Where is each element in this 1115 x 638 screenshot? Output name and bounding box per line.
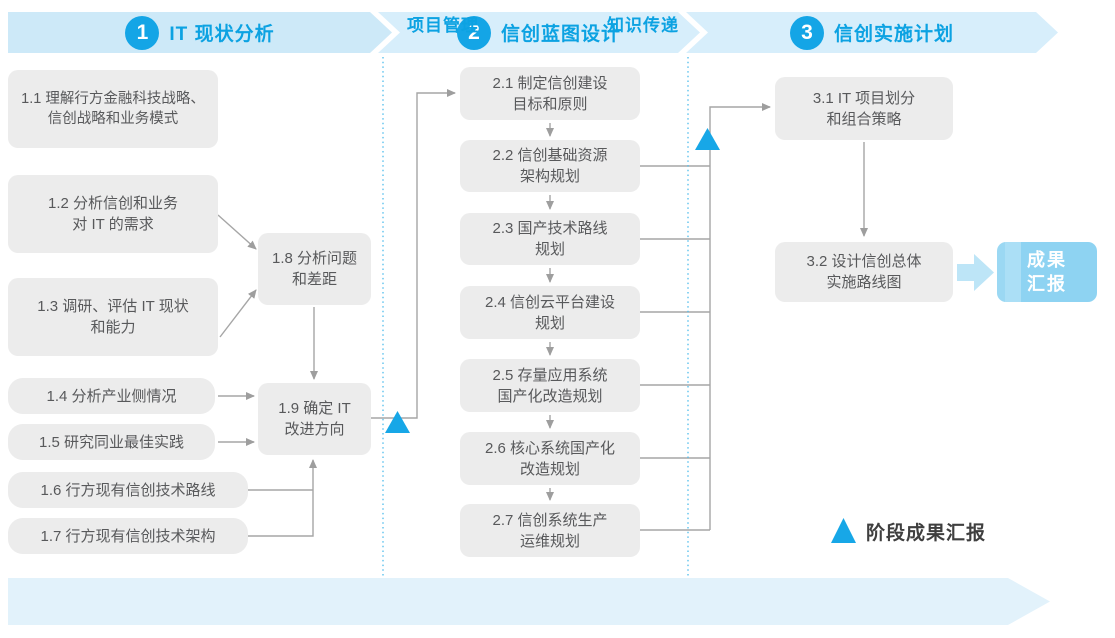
connector-1-7-to-1-9 (248, 459, 317, 537)
phase-title-1: IT 现状分析 (169, 24, 275, 45)
step-box-1-1: 1.1 理解行方金融科技战略、 信创战略和业务模式 (8, 70, 218, 148)
phase-number-badge-2: 2 (457, 16, 491, 50)
milestone-triangle-icon-legend (831, 518, 856, 543)
step-box-1-4: 1.4 分析产业侧情况 (8, 378, 215, 414)
connector-1-3-to-1-8 (219, 289, 257, 338)
phase-title-3: 信创实施计划 (833, 24, 954, 45)
step-box-2-5: 2.5 存量应用系统 国产化改造规划 (460, 359, 640, 412)
phase-number-badge-3: 3 (790, 16, 824, 50)
phase-number-badge-1: 1 (125, 16, 159, 50)
connector-1-2-to-1-8 (217, 214, 257, 250)
step-box-2-2: 2.2 信创基础资源 架构规划 (460, 140, 640, 192)
result-box: 成果 汇报 (997, 242, 1097, 302)
step-box-1-9: 1.9 确定 IT 改进方向 (258, 383, 371, 455)
legend-label: 阶段成果汇报 (866, 523, 987, 544)
step-box-2-3: 2.3 国产技术路线 规划 (460, 213, 640, 265)
step-box-1-5: 1.5 研究同业最佳实践 (8, 424, 215, 460)
step-box-1-7: 1.7 行方现有信创技术架构 (8, 518, 248, 554)
step-box-3-1: 3.1 IT 项目划分 和组合策略 (775, 77, 953, 140)
phase-banner-2: 2 信创蓝图设计 (378, 12, 700, 53)
result-arrow-icon (957, 254, 994, 291)
step-box-2-4: 2.4 信创云平台建设 规划 (460, 286, 640, 339)
step-box-2-1: 2.1 制定信创建设 目标和原则 (460, 67, 640, 120)
step-box-1-6: 1.6 行方现有信创技术路线 (8, 472, 248, 508)
step-box-2-7: 2.7 信创系统生产 运维规划 (460, 504, 640, 557)
milestone-triangle-icon-phase2 (695, 128, 720, 150)
footer-label-project-management: 项目管理 (407, 16, 479, 35)
step-box-1-8: 1.8 分析问题 和差距 (258, 233, 371, 305)
step-box-1-2: 1.2 分析信创和业务 对 IT 的需求 (8, 175, 218, 253)
footer-label-knowledge-transfer: 知识传递 (607, 16, 679, 35)
milestone-triangle-icon-phase1 (385, 411, 410, 433)
phase-banner-3: 3 信创实施计划 (686, 12, 1058, 53)
step-box-3-2: 3.2 设计信创总体 实施路线图 (775, 242, 953, 302)
step-box-2-6: 2.6 核心系统国产化 改造规划 (460, 432, 640, 485)
step-box-1-3: 1.3 调研、评估 IT 现状 和能力 (8, 278, 218, 356)
connector-bus-to-3-1 (709, 103, 771, 530)
footer-banner (8, 578, 1050, 625)
phase-title-2: 信创蓝图设计 (500, 24, 621, 45)
phase-banner-1: 1 IT 现状分析 (8, 12, 392, 53)
